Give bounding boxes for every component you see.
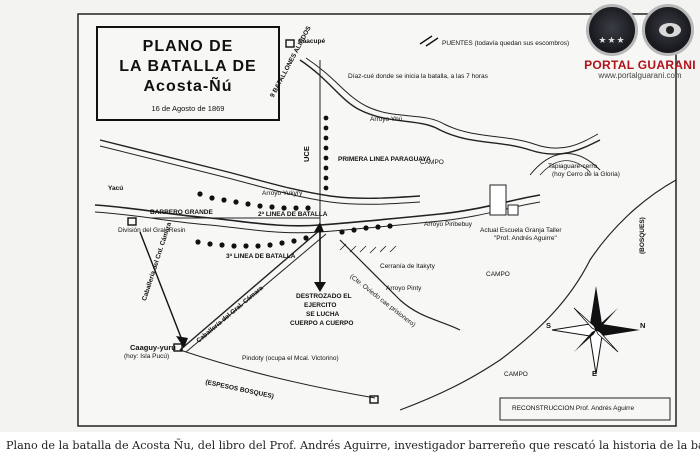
portal-url: www.portalguarani.com — [598, 71, 682, 80]
road-pindoty — [179, 349, 376, 399]
label-uce: UCE — [302, 146, 311, 162]
resin-arrow — [139, 231, 183, 341]
arroyo-yhu-river-bank — [305, 57, 599, 149]
advance-arrowhead — [314, 282, 326, 292]
label-tapiaguare: Tapiaguaré-cerro — [548, 163, 598, 170]
label-segunda-linea: 2ª LINEA DE BATALLA — [258, 211, 328, 218]
escuela-building — [489, 184, 507, 216]
label-pindoty: Pindoty (ocupa el Mcal. Victorino) — [242, 355, 339, 362]
label-arroyo-yhu: Arroyo Yhú — [370, 116, 403, 123]
tapiaguare-hill — [529, 153, 601, 176]
segunda-linea-dots — [197, 191, 311, 211]
compass-e-label: E — [592, 369, 598, 378]
label-arroyo-piribebuy: Arroyo Piribebuy — [424, 221, 473, 228]
label-yacu: Yacú — [108, 185, 124, 192]
label-isla-pucu: (hoy: Isla Pucú) — [124, 353, 170, 360]
label-escuela: Actual Escuela Granja Taller — [480, 227, 562, 234]
label-division-resin: División del Gral. Resin — [118, 227, 186, 234]
seal-eye-icon — [642, 4, 694, 56]
label-campo-2: CAMPO — [486, 271, 510, 278]
label-caacupe: Caacupé — [298, 38, 326, 45]
primera-linea-dots — [323, 115, 329, 191]
label-primera-linea: PRIMERA LINEA PARAGUAYA — [338, 156, 431, 163]
map-title-line-3: Acosta-Ñú — [143, 78, 233, 95]
reconstruccion-box — [499, 397, 671, 421]
label-destrozado-3: SE LUCHA — [306, 311, 340, 318]
arroyo-yukyry-bank — [99, 145, 421, 205]
image-caption: Plano de la batalla de Acosta Ñu, del li… — [6, 439, 700, 452]
label-escuela-sub: "Prof. Andrés Aguirre" — [494, 235, 557, 242]
label-bosques-right: (BOSQUES) — [639, 217, 646, 254]
label-diaz-cue: Díaz-cué donde se inicia la batalla, a l… — [348, 73, 488, 80]
resin-arrowhead — [176, 336, 188, 348]
label-tapiaguare-sub: (hoy Cerro de la Gloria) — [552, 171, 620, 178]
caacupe-marker — [285, 39, 295, 48]
compass-s-label: S — [546, 321, 552, 330]
caballeria-route — [179, 229, 321, 351]
map-title-box: PLANO DE LA BATALLA DE Acosta-Ñú 16 de A… — [96, 26, 280, 121]
battle-map-image: PLANO DE LA BATALLA DE Acosta-Ñú 16 de A… — [0, 0, 700, 432]
map-date: 16 de Agosto de 1869 — [151, 104, 225, 113]
label-destrozado-2: EJERCITO — [304, 302, 337, 309]
label-puentes: PUENTES (todavía quedan sus escombros) — [442, 40, 570, 47]
label-destrozado-4: CUERPO A CUERPO — [290, 320, 354, 327]
camara-arrowhead — [314, 222, 324, 232]
barrero-marker — [127, 217, 137, 226]
cerrania-hatch — [339, 243, 397, 254]
portal-name: PORTAL GUARANI — [584, 58, 696, 72]
label-destrozado-1: DESTROZADO EL — [296, 293, 352, 300]
arroyo-pinty-river — [339, 239, 461, 331]
arroyo-yukyry-river — [99, 139, 421, 200]
label-campo-1: CAMPO — [420, 159, 444, 166]
map-title-line-2: LA BATALLA DE — [119, 58, 257, 75]
label-tercera-linea: 3ª LINEA DE BATALLA — [226, 253, 296, 260]
puentes-mark — [419, 35, 433, 45]
map-title-line-1: PLANO DE — [142, 38, 234, 55]
label-cerrania: Cerranía de Itakyty — [380, 263, 435, 270]
label-caaguy-yuru: Caaguy-yurú — [130, 343, 176, 352]
label-arroyo-pinty: Arroyo Pinty — [386, 285, 422, 292]
label-barrero-grande: BARRERO GRANDE — [150, 209, 213, 216]
compass-rose — [551, 286, 640, 375]
caaguy-marker — [173, 343, 183, 352]
caballeria-route-2 — [185, 233, 327, 353]
seal-stars-icon: ★★★ — [586, 4, 638, 56]
portal-guarani-watermark: ★★★ PORTAL GUARANI www.portalguarani.com — [582, 2, 698, 80]
pindoty-marker — [369, 395, 379, 404]
compass-n-label: N — [640, 321, 646, 330]
label-arroyo-yukyry: Arroyo Yukyry — [262, 190, 303, 197]
bosques-boundary — [399, 179, 677, 411]
label-reconstruccion: RECONSTRUCCION Prof. Andrés Aguirre — [512, 405, 635, 412]
arroyo-yhu-river — [299, 59, 601, 155]
tercera-linea-dots — [195, 223, 393, 249]
label-campo-3: CAMPO — [504, 371, 528, 378]
